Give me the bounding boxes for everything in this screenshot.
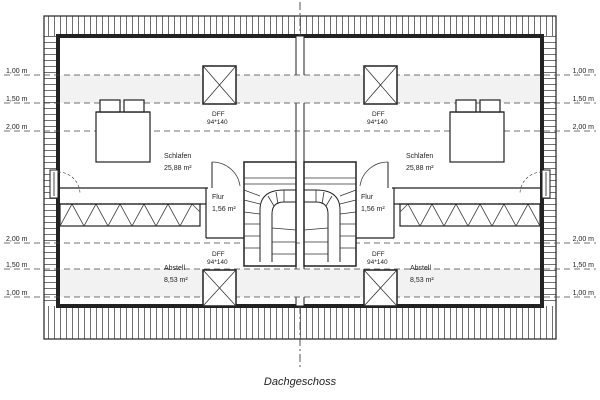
level-label-bottom-2-right: 1,00 m <box>573 290 595 297</box>
staircase <box>303 161 357 267</box>
room-area-flur: 1,56 m² <box>212 206 236 213</box>
window-size-top: 94*140 <box>367 119 388 126</box>
room-area-abstell: 8,53 m² <box>410 277 434 284</box>
window-label-top: DFF <box>212 111 225 118</box>
room-area-abstell: 8,53 m² <box>164 277 188 284</box>
unit-right: Schlafen 25,88 m² Flur 1,56 m² Abstell 8… <box>303 65 551 307</box>
level-label-top-1-right: 1,50 m <box>573 96 595 103</box>
level-label-bottom-1-right: 1,50 m <box>573 262 595 269</box>
level-label-top-0-right: 1,00 m <box>573 68 595 75</box>
wardrobe <box>59 203 201 227</box>
roof-window-top <box>202 65 237 105</box>
room-area-schlafen: 25,88 m² <box>164 165 192 172</box>
staircase <box>243 161 297 267</box>
window-size-bottom: 94*140 <box>207 259 228 266</box>
room-label-flur: Flur <box>361 194 374 201</box>
knee-wall-band-1 <box>60 269 540 297</box>
door-swing <box>211 161 241 187</box>
window-label-top: DFF <box>372 111 385 118</box>
room-area-schlafen: 25,88 m² <box>406 165 434 172</box>
room-label-abstell: Abstell <box>410 265 431 272</box>
double-bed <box>449 99 505 163</box>
window-label-bottom: DFF <box>372 251 385 258</box>
gable-window <box>49 169 81 199</box>
room-label-abstell: Abstell <box>164 265 185 272</box>
door-swing <box>359 161 389 187</box>
level-label-bottom-2-left: 1,00 m <box>6 290 28 297</box>
roof-window-bottom <box>363 269 398 307</box>
unit-left: Schlafen 25,88 m² Flur 1,56 m² Abstell 8… <box>49 65 297 307</box>
roof-window-bottom <box>202 269 237 307</box>
level-label-bottom-0-left: 2,00 m <box>6 236 28 243</box>
gable-window <box>519 169 551 199</box>
level-label-top-1-left: 1,50 m <box>6 96 28 103</box>
roof-window-top <box>363 65 398 105</box>
room-area-flur: 1,56 m² <box>361 206 385 213</box>
level-label-top-2-left: 2,00 m <box>6 124 28 131</box>
level-lines: 1,00 m 1,00 m 1,50 m 1,50 m 2,00 m 2,00 m 2,00… <box>4 68 596 298</box>
window-size-bottom: 94*140 <box>367 259 388 266</box>
wardrobe <box>399 203 541 227</box>
level-label-top-2-right: 2,00 m <box>573 124 595 131</box>
room-label-schlafen: Schlafen <box>406 153 433 160</box>
level-label-bottom-1-left: 1,50 m <box>6 262 28 269</box>
double-bed <box>95 99 151 163</box>
knee-wall-bands <box>60 75 540 297</box>
room-label-flur: Flur <box>212 194 225 201</box>
window-label-bottom: DFF <box>212 251 225 258</box>
level-label-top-0-left: 1,00 m <box>6 68 28 75</box>
room-label-schlafen: Schlafen <box>164 153 191 160</box>
plan-caption: Dachgeschoss <box>263 376 337 388</box>
window-size-top: 94*140 <box>207 119 228 126</box>
knee-wall-band-0 <box>60 75 540 103</box>
level-label-bottom-0-right: 2,00 m <box>573 236 595 243</box>
